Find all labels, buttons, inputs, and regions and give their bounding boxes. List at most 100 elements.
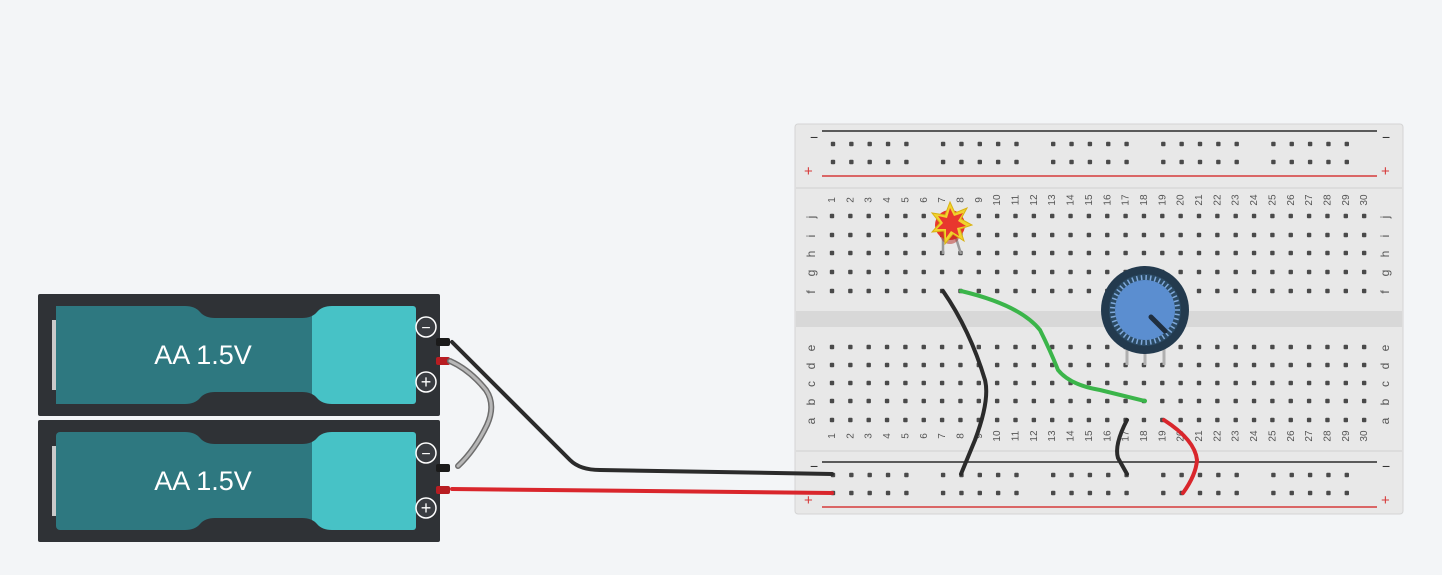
breadboard-hole[interactable] <box>1086 362 1092 368</box>
breadboard-hole[interactable] <box>1270 288 1275 294</box>
rail-hole[interactable] <box>1014 159 1019 165</box>
breadboard-hole[interactable] <box>866 232 871 238</box>
breadboard-hole[interactable] <box>1270 232 1275 238</box>
breadboard-hole[interactable] <box>1013 380 1018 386</box>
breadboard-hole[interactable] <box>1270 250 1275 256</box>
breadboard-hole[interactable] <box>884 213 890 219</box>
breadboard-hole[interactable] <box>884 380 890 386</box>
breadboard-hole[interactable] <box>1270 213 1275 219</box>
breadboard-hole[interactable] <box>1086 250 1092 256</box>
breadboard-hole[interactable] <box>1288 288 1293 294</box>
breadboard-hole[interactable] <box>884 232 890 238</box>
rail-hole[interactable] <box>940 472 946 478</box>
breadboard-hole[interactable] <box>1361 232 1367 238</box>
breadboard-hole[interactable] <box>1013 344 1018 350</box>
breadboard-hole[interactable] <box>939 344 945 350</box>
breadboard-hole[interactable] <box>994 213 1000 219</box>
breadboard-hole[interactable] <box>1050 362 1055 368</box>
breadboard-hole[interactable] <box>1068 250 1073 256</box>
breadboard-hole[interactable] <box>866 417 871 423</box>
breadboard-hole[interactable] <box>848 398 853 404</box>
rail-hole[interactable] <box>1197 141 1203 147</box>
breadboard-hole[interactable] <box>1050 288 1055 294</box>
wire-black-pot-ground[interactable] <box>1115 418 1129 476</box>
breadboard-hole[interactable] <box>903 269 908 275</box>
rail-hole[interactable] <box>1087 141 1093 147</box>
breadboard-hole[interactable] <box>1270 344 1275 350</box>
rail-hole[interactable] <box>830 159 836 165</box>
breadboard-hole[interactable] <box>829 232 835 238</box>
rail-hole[interactable] <box>849 141 854 147</box>
rail-hole[interactable] <box>940 159 946 165</box>
breadboard-hole[interactable] <box>1251 344 1257 350</box>
breadboard-hole[interactable] <box>1031 269 1037 275</box>
breadboard-hole[interactable] <box>1105 269 1110 275</box>
wire-red-positive[interactable] <box>450 487 834 495</box>
rail-hole[interactable] <box>1289 141 1294 147</box>
breadboard-hole[interactable] <box>1086 380 1092 386</box>
breadboard-hole[interactable] <box>829 269 835 275</box>
breadboard-hole[interactable] <box>1086 213 1092 219</box>
breadboard-hole[interactable] <box>884 288 890 294</box>
rail-hole[interactable] <box>1106 472 1111 478</box>
breadboard-hole[interactable] <box>903 362 908 368</box>
breadboard-hole[interactable] <box>1215 380 1220 386</box>
breadboard-hole[interactable] <box>903 344 908 350</box>
rail-hole[interactable] <box>1069 472 1074 478</box>
breadboard-hole[interactable] <box>1343 232 1348 238</box>
breadboard-hole[interactable] <box>1288 362 1293 368</box>
breadboard-hole[interactable] <box>994 380 1000 386</box>
breadboard-hole[interactable] <box>1270 417 1275 423</box>
rail-hole[interactable] <box>1216 141 1221 147</box>
breadboard-hole[interactable] <box>1196 380 1202 386</box>
breadboard-hole[interactable] <box>1086 344 1092 350</box>
breadboard-hole[interactable] <box>1288 417 1293 423</box>
breadboard-hole[interactable] <box>1306 269 1312 275</box>
breadboard-hole[interactable] <box>1361 380 1367 386</box>
wire-green-signal[interactable] <box>959 289 1147 403</box>
breadboard-hole[interactable] <box>903 380 908 386</box>
breadboard-hole[interactable] <box>1123 250 1128 256</box>
breadboard-hole[interactable] <box>903 232 908 238</box>
rail-hole[interactable] <box>1161 490 1166 496</box>
breadboard-hole[interactable] <box>848 232 853 238</box>
breadboard-hole[interactable] <box>1343 362 1348 368</box>
breadboard-hole[interactable] <box>1160 213 1165 219</box>
wire-gray-series[interactable] <box>448 359 493 468</box>
breadboard-hole[interactable] <box>1215 362 1220 368</box>
rail-hole[interactable] <box>1307 141 1313 147</box>
breadboard-hole[interactable] <box>1086 232 1092 238</box>
breadboard-hole[interactable] <box>1196 344 1202 350</box>
breadboard-hole[interactable] <box>1251 250 1257 256</box>
breadboard-hole[interactable] <box>1160 398 1165 404</box>
breadboard-hole[interactable] <box>921 398 926 404</box>
breadboard-hole[interactable] <box>1068 213 1073 219</box>
rail-hole[interactable] <box>1344 141 1349 147</box>
breadboard-hole[interactable] <box>903 213 908 219</box>
breadboard-hole[interactable] <box>1196 398 1202 404</box>
rail-hole[interactable] <box>1106 490 1111 496</box>
breadboard-hole[interactable] <box>1215 232 1220 238</box>
rail-hole[interactable] <box>1216 159 1221 165</box>
rail-hole[interactable] <box>959 141 964 147</box>
breadboard-hole[interactable] <box>1343 288 1348 294</box>
breadboard-hole[interactable] <box>829 417 835 423</box>
breadboard-hole[interactable] <box>884 344 890 350</box>
rail-hole[interactable] <box>885 141 891 147</box>
breadboard-hole[interactable] <box>1178 269 1183 275</box>
breadboard-hole[interactable] <box>1343 269 1348 275</box>
rail-hole[interactable] <box>977 490 982 496</box>
breadboard-hole[interactable] <box>1306 213 1312 219</box>
rail-hole[interactable] <box>1271 159 1276 165</box>
breadboard-hole[interactable] <box>829 380 835 386</box>
breadboard-hole[interactable] <box>976 288 981 294</box>
breadboard-hole[interactable] <box>1050 417 1055 423</box>
breadboard-hole[interactable] <box>1031 232 1037 238</box>
breadboard-hole[interactable] <box>1196 232 1202 238</box>
rail-hole[interactable] <box>995 472 1001 478</box>
breadboard-hole[interactable] <box>1178 380 1183 386</box>
breadboard-hole[interactable] <box>994 417 1000 423</box>
rail-hole[interactable] <box>867 490 872 496</box>
breadboard-hole[interactable] <box>1013 417 1018 423</box>
rail-hole[interactable] <box>1197 490 1203 496</box>
